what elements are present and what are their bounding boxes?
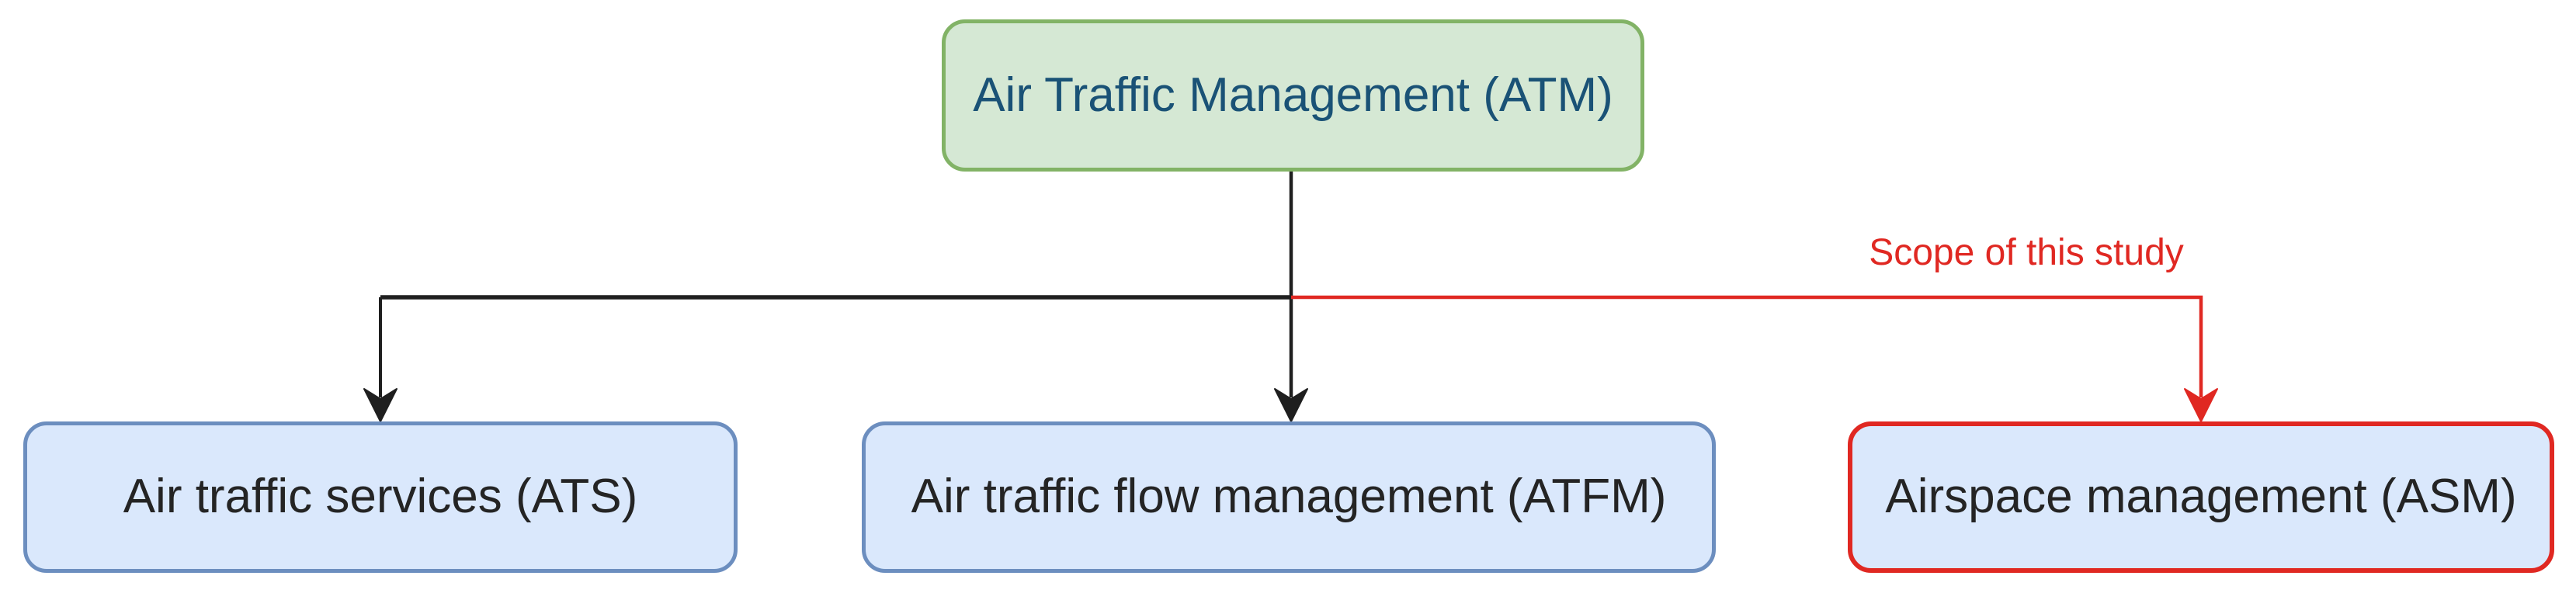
node-atm-label: Air Traffic Management (ATM) xyxy=(973,68,1613,122)
arrowhead-ats xyxy=(363,388,398,422)
node-asm: Airspace management (ASM) xyxy=(1848,421,2554,573)
node-ats-label: Air traffic services (ATS) xyxy=(123,470,638,524)
arrowhead-asm xyxy=(2184,388,2218,422)
scope-annotation: Scope of this study xyxy=(1869,232,2184,273)
node-atm: Air Traffic Management (ATM) xyxy=(942,19,1644,172)
node-ats: Air traffic services (ATS) xyxy=(23,421,738,573)
connector-branch-asm-red xyxy=(1291,295,2203,397)
node-atfm-label: Air traffic flow management (ATFM) xyxy=(911,470,1667,524)
node-asm-label: Airspace management (ASM) xyxy=(1885,470,2517,524)
arrowhead-atfm xyxy=(1274,388,1308,422)
node-atfm: Air traffic flow management (ATFM) xyxy=(862,421,1716,573)
